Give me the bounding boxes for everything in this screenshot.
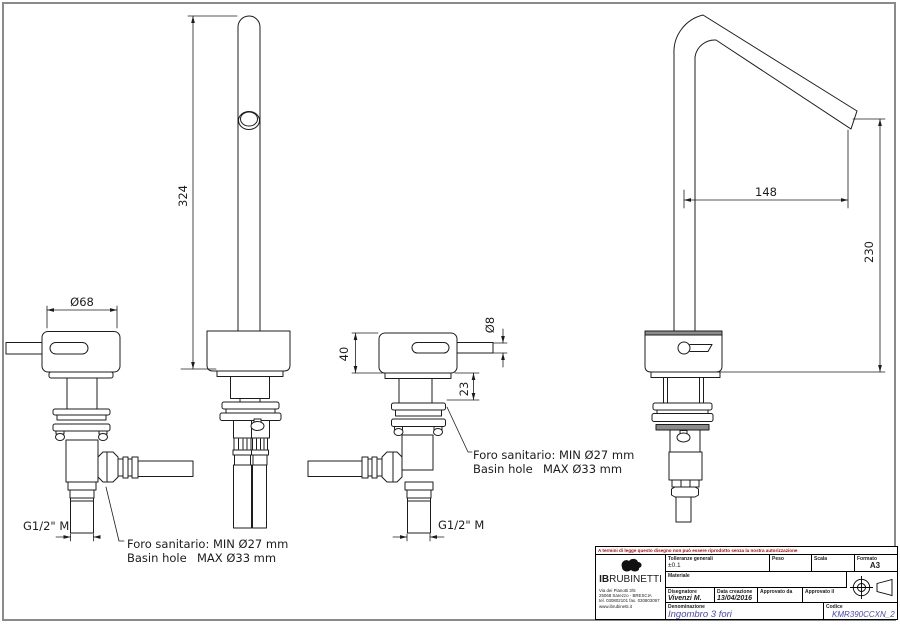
spout-front-view [206, 15, 291, 529]
supply-pipe [675, 496, 692, 523]
spout-side-view [644, 14, 858, 523]
mixer-side-dimensions [351, 328, 508, 542]
data-creazione-cell: Data creazione 13/04/2016 [715, 588, 758, 603]
spout-tube-bent [673, 14, 858, 332]
company-address: Via dei Pianotti 3/5 25068 Sarezzo - BRE… [599, 588, 660, 609]
disegnatore-value: Vivenzi M. [668, 595, 702, 602]
dim-diameter-68: Ø68 [70, 295, 94, 309]
thread-label: G1/2" M [23, 519, 69, 533]
thread-shank [70, 497, 94, 534]
basin-hole-note-max: MAX Ø33 mm [197, 551, 276, 565]
dim-height-324: 324 [176, 185, 190, 207]
mixer-side-view [307, 332, 494, 534]
dim-reach-148: 148 [755, 185, 777, 199]
thread-label: G1/2" M [438, 518, 484, 532]
tolleranze-cell: Tolleranze generali ±0.1 [666, 555, 770, 572]
spout-side-dimensions [683, 118, 886, 373]
codice-cell: Codice KMR390CCXN_2 [824, 603, 897, 620]
formato-value: A3 [869, 561, 881, 570]
basin-hole-note-it: Foro sanitario: MIN Ø27 mm [473, 448, 634, 462]
denominazione-value: Ingombro 3 fori [668, 610, 815, 620]
set-screw-hole [677, 341, 691, 355]
dim-lever-8: Ø8 [483, 317, 497, 333]
company-logo-cell: IBRUBINETTI Via dei Pianotti 3/5 25068 S… [596, 555, 666, 620]
supply-hose [233, 464, 252, 529]
title-block: A termini di legge questo disegno non pu… [595, 546, 898, 620]
note-leader [105, 486, 125, 542]
basin-hole-note-max: MAX Ø33 mm [543, 462, 622, 476]
outlet-pipe [137, 460, 194, 477]
spout-tube [237, 15, 261, 332]
approvato-il-cell: Approvato il [803, 588, 847, 603]
brand-ib: IB [599, 574, 610, 585]
spout-front-dimensions [180, 15, 238, 370]
basin-hole-note-en: Basin hole [473, 462, 533, 476]
peso-cell: Peso [770, 555, 812, 572]
projection-symbol-cell [847, 572, 897, 603]
ib-logo-icon [621, 558, 642, 572]
scala-cell: Scala [812, 555, 855, 572]
legal-disclaimer: A termini di legge questo disegno non pu… [596, 547, 897, 555]
dim-body-40: 40 [337, 347, 351, 362]
tolleranze-value: ±0.1 [668, 562, 681, 569]
basin-hole-note-it: Foro sanitario: MIN Ø27 mm [127, 537, 288, 551]
lever-slot [411, 342, 450, 354]
approvato-da-cell: Approvato da [758, 588, 803, 603]
brand-name: IBRUBINETTI [599, 574, 662, 585]
mixer-front-dimensions [46, 305, 125, 542]
supply-hose [252, 464, 267, 529]
outlet-pipe [307, 460, 363, 477]
brand-rubinetti: RUBINETTI [609, 574, 662, 585]
hex-nut [671, 486, 699, 498]
first-angle-projection-icon [850, 575, 893, 599]
dim-height-230: 230 [862, 241, 876, 263]
codice-value: KMR390CCXN_2 [826, 610, 897, 620]
denominazione-cell: Denominazione Ingombro 3 fori [666, 603, 824, 620]
materiale-cell: Materiale [666, 572, 847, 588]
hex-nut [381, 451, 403, 483]
basin-hole-note-en: Basin hole [127, 551, 187, 565]
spout-base [206, 330, 291, 372]
thread-shank [407, 497, 431, 534]
mixer-front-view [5, 331, 194, 534]
lever-slot [49, 342, 89, 355]
dim-under-23: 23 [457, 382, 471, 397]
data-creazione-value: 13/04/2016 [717, 595, 753, 602]
hex-nut [97, 451, 119, 483]
disegnatore-cell: Disegnatore Vivenzi M. [666, 588, 715, 603]
formato-cell: Formato A3 [855, 555, 897, 572]
note-leader [446, 406, 473, 453]
